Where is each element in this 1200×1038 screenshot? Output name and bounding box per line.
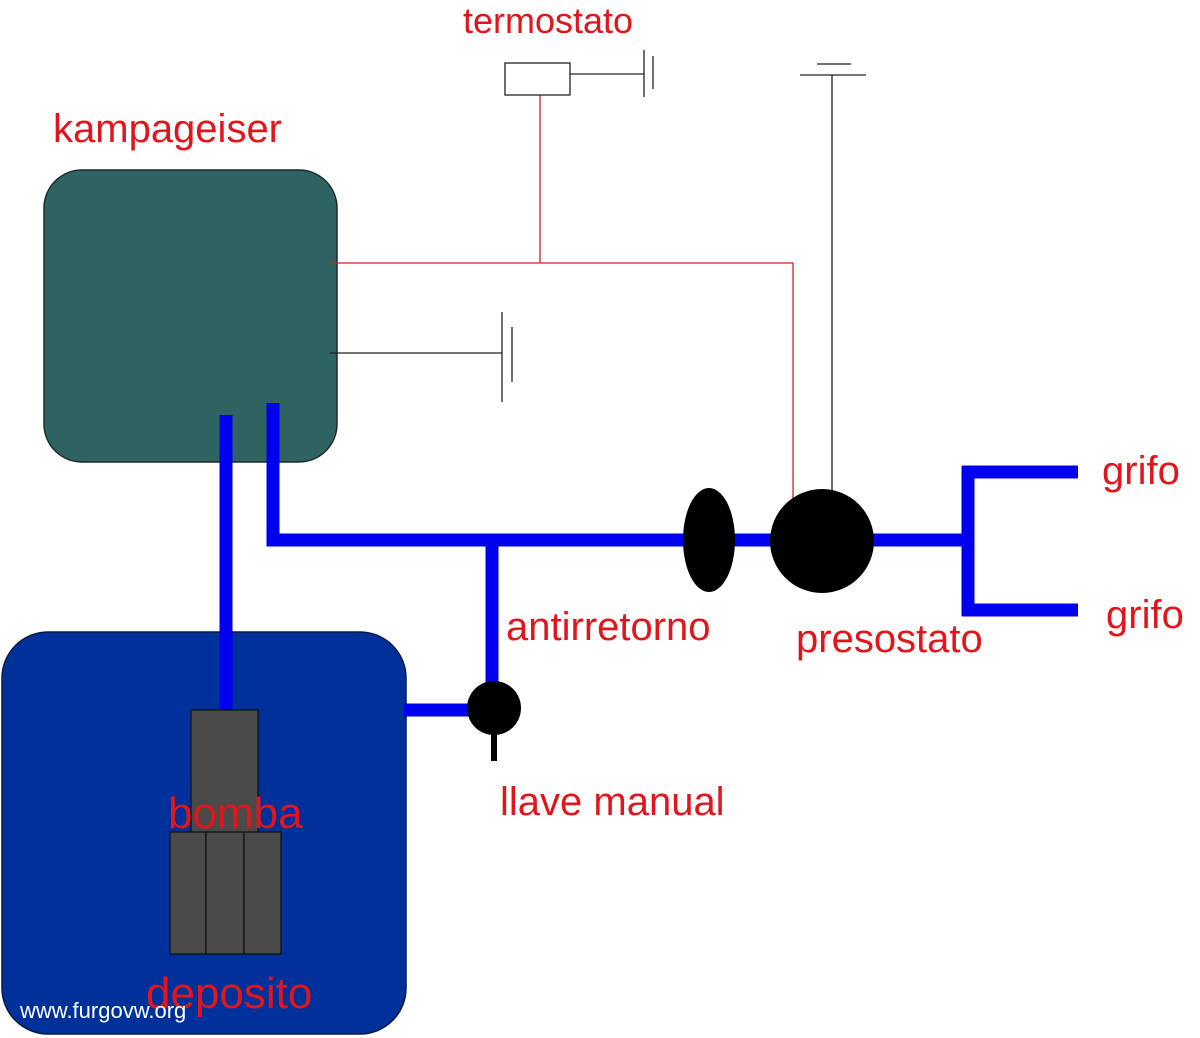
presostato-label: presostato <box>796 617 983 661</box>
deposito-label: deposito <box>146 969 312 1018</box>
antirretorno-valve <box>683 488 735 592</box>
kampageiser-label: kampageiser <box>53 107 282 151</box>
antirretorno-label: antirretorno <box>506 605 711 649</box>
presostato-switch <box>770 489 874 593</box>
watermark: www.furgovw.org <box>19 998 186 1023</box>
llave-manual-label: llave manual <box>500 780 725 824</box>
kampageiser-heater <box>43 169 338 463</box>
grifo-bottom-label: grifo <box>1106 593 1184 637</box>
red-wiring <box>330 95 794 505</box>
bomba-pump <box>169 709 282 955</box>
grifo-top-label: grifo <box>1102 449 1180 493</box>
black-wiring <box>330 50 866 492</box>
termostato-box <box>504 62 571 96</box>
termostato-label: termostato <box>463 0 633 41</box>
bomba-label: bomba <box>168 789 303 838</box>
